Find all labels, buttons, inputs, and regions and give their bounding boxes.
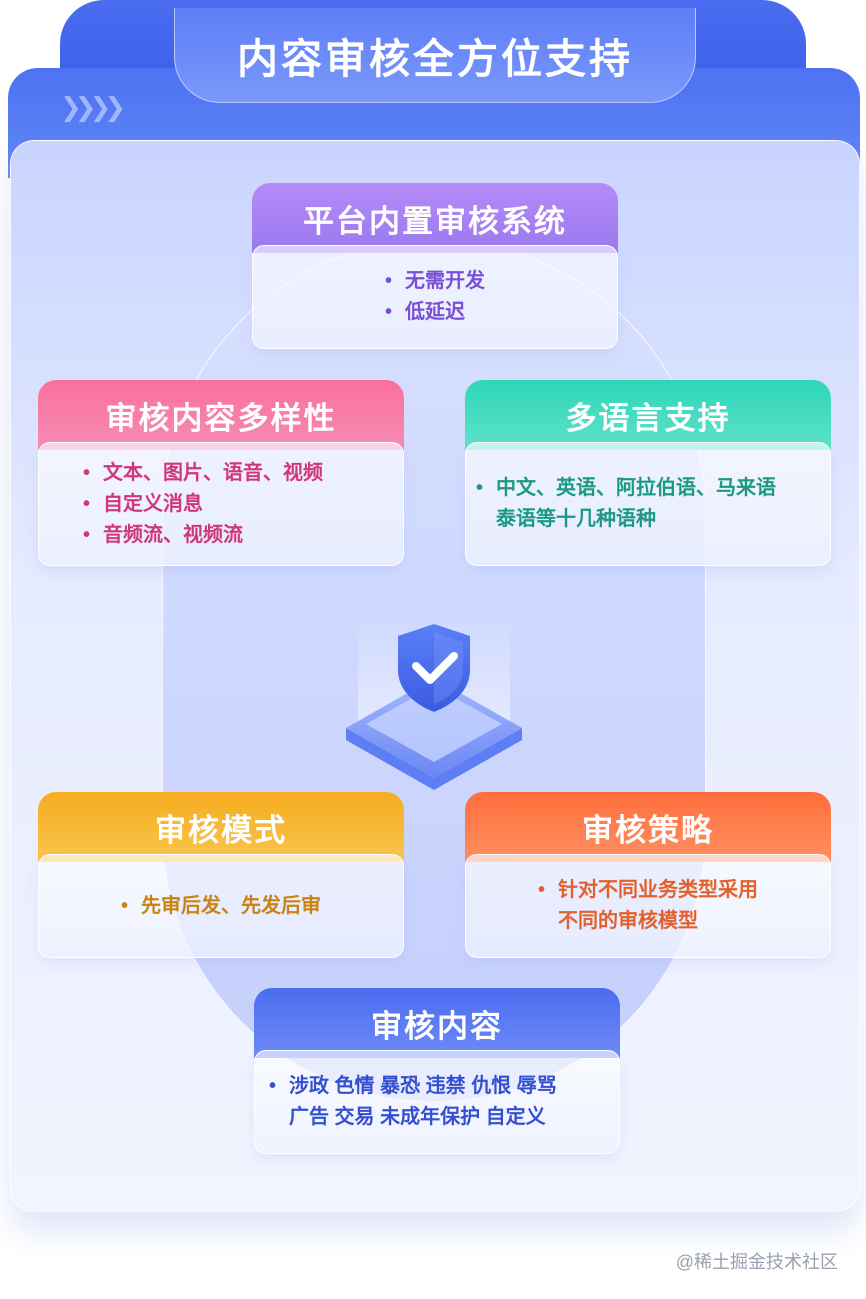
list-item: •针对不同业务类型采用 bbox=[538, 875, 758, 906]
card-content-body: •涉政 色情 暴恐 违禁 仇恨 辱骂 广告 交易 未成年保护 自定义 bbox=[254, 1050, 620, 1154]
list-item: •无需开发 bbox=[385, 266, 485, 297]
bullet-dot-icon: • bbox=[121, 894, 129, 917]
list-item: •中文、英语、阿拉伯语、马来语 bbox=[476, 473, 816, 504]
card-platform-title: 平台内置审核系统 bbox=[252, 183, 618, 253]
card-language-title: 多语言支持 bbox=[465, 380, 831, 450]
chevron-right-icon: ❯❯❯❯ bbox=[60, 92, 126, 122]
card-mode-title: 审核模式 bbox=[38, 792, 404, 862]
bullet-dot-icon: • bbox=[385, 270, 393, 292]
card-diversity-title: 审核内容多样性 bbox=[38, 380, 404, 450]
card-language-body: •中文、英语、阿拉伯语、马来语 泰语等十几种语种 bbox=[465, 442, 831, 566]
bullet-dot-icon: • bbox=[385, 301, 393, 323]
list-item-continuation: 不同的审核模型 bbox=[558, 910, 698, 932]
list-item-continuation: 广告 交易 未成年保护 自定义 bbox=[289, 1106, 546, 1128]
list-item: •先审后发、先发后审 bbox=[121, 891, 321, 922]
list-item: •音频流、视频流 bbox=[83, 520, 389, 551]
bullet-dot-icon: • bbox=[538, 879, 546, 901]
page-title: 内容审核全方位支持 bbox=[237, 36, 633, 82]
card-content-title: 审核内容 bbox=[254, 988, 620, 1058]
card-mode: 审核模式 •先审后发、先发后审 bbox=[38, 792, 404, 958]
card-mode-body: •先审后发、先发后审 bbox=[38, 854, 404, 958]
bullet-dot-icon: • bbox=[83, 461, 91, 484]
list-item: •低延迟 bbox=[385, 297, 485, 328]
bullet-dot-icon: • bbox=[269, 1075, 277, 1097]
card-strategy-title: 审核策略 bbox=[465, 792, 831, 862]
list-item-continuation: 泰语等十几种语种 bbox=[496, 508, 656, 530]
card-content: 审核内容 •涉政 色情 暴恐 违禁 仇恨 辱骂 广告 交易 未成年保护 自定义 bbox=[254, 988, 620, 1154]
list-item: •文本、图片、语音、视频 bbox=[83, 458, 389, 489]
card-diversity-body: •文本、图片、语音、视频 •自定义消息 •音频流、视频流 bbox=[38, 442, 404, 566]
card-strategy: 审核策略 •针对不同业务类型采用 不同的审核模型 bbox=[465, 792, 831, 958]
list-item: •涉政 色情 暴恐 违禁 仇恨 辱骂 bbox=[269, 1071, 605, 1102]
card-diversity: 审核内容多样性 •文本、图片、语音、视频 •自定义消息 •音频流、视频流 bbox=[38, 380, 404, 566]
watermark: @稀土掘金技术社区 bbox=[675, 1252, 838, 1272]
bullet-dot-icon: • bbox=[83, 492, 91, 515]
title-pill: 内容审核全方位支持 bbox=[174, 8, 696, 103]
card-platform-body: •无需开发 •低延迟 bbox=[252, 245, 618, 349]
card-language: 多语言支持 •中文、英语、阿拉伯语、马来语 泰语等十几种语种 bbox=[465, 380, 831, 566]
shield-check-icon bbox=[346, 624, 522, 790]
card-platform: 平台内置审核系统 •无需开发 •低延迟 bbox=[252, 183, 618, 349]
card-strategy-body: •针对不同业务类型采用 不同的审核模型 bbox=[465, 854, 831, 958]
bullet-dot-icon: • bbox=[83, 523, 91, 546]
bullet-dot-icon: • bbox=[476, 477, 484, 499]
list-item: •自定义消息 bbox=[83, 489, 389, 520]
